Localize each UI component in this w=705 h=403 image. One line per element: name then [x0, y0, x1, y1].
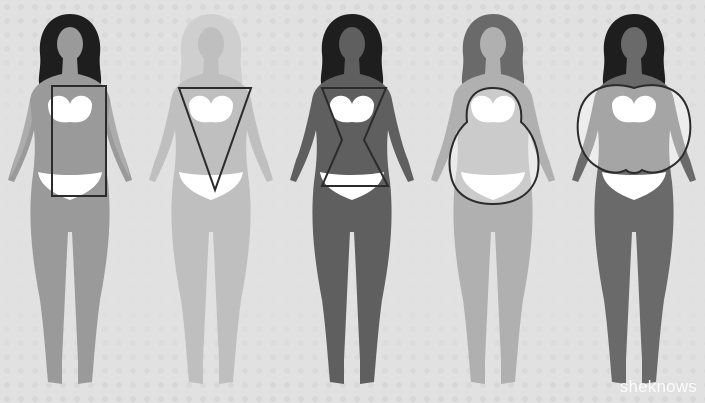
face [621, 27, 647, 61]
apple-outline [578, 85, 691, 173]
figure-inverted-triangle [141, 0, 282, 403]
face [198, 27, 224, 61]
figure-apple [564, 0, 705, 403]
figure-rectangle [0, 0, 141, 403]
face [480, 27, 506, 61]
face [339, 27, 365, 61]
face [57, 27, 83, 61]
figure-hourglass [282, 0, 423, 403]
sheknows-watermark: sheknows [620, 377, 697, 397]
figure-pear [423, 0, 564, 403]
